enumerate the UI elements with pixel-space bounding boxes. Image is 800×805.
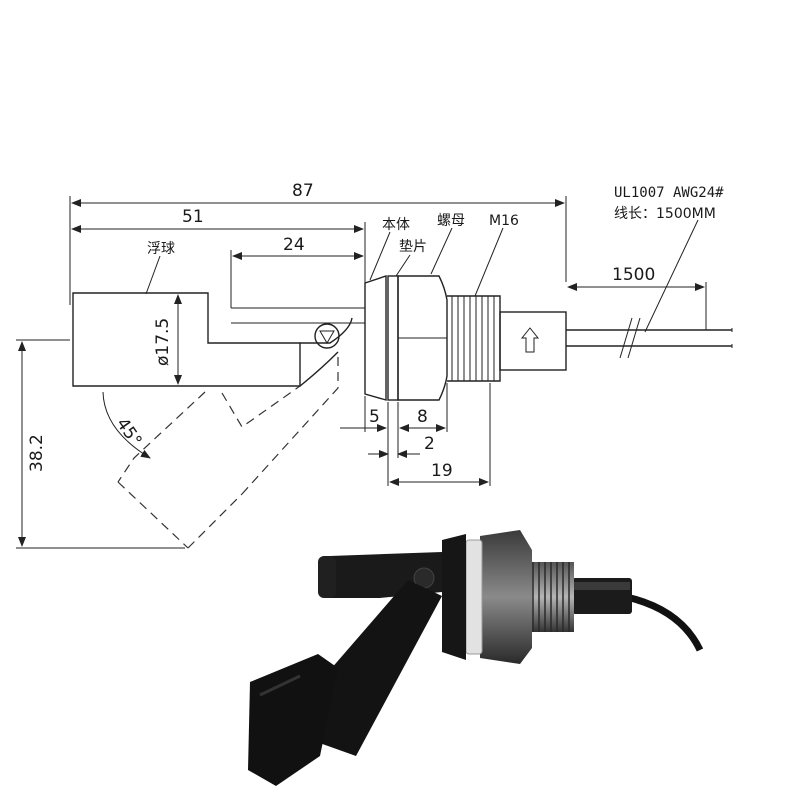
callout-float-ball: 浮球	[145, 241, 175, 295]
switch-body-assembly	[364, 275, 567, 401]
dim-label-1500: 1500	[612, 265, 655, 285]
float-swung-position	[117, 352, 339, 549]
dim-label-24: 24	[283, 235, 305, 255]
dim-label-5: 5	[369, 407, 380, 427]
dim-label-19: 19	[431, 461, 453, 481]
callout-washer-label: 垫片	[399, 239, 427, 255]
callout-float-ball-label: 浮球	[147, 241, 175, 257]
callout-thread-label: M16	[489, 213, 519, 229]
dim-label-angle: 45°	[112, 414, 146, 450]
dim-float-diameter: ø17.5	[153, 294, 182, 385]
dim-total-length: 87	[69, 181, 567, 305]
callouts-body-parts: 本体 垫片 螺母 M16	[369, 213, 519, 297]
dim-float-body-length: 24	[230, 235, 364, 308]
dim-label-51: 51	[182, 207, 204, 227]
cable-spec-label: UL1007 AWG24#	[614, 185, 724, 201]
callout-nut-label: 螺母	[437, 213, 465, 229]
callout-body-label: 本体	[382, 217, 410, 233]
cable-wires: 1500	[566, 219, 733, 359]
cable-length-note: 线长：1500MM	[614, 206, 716, 222]
dim-label-8: 8	[417, 407, 428, 427]
dim-label-2: 2	[424, 434, 435, 454]
dim-label-38-2: 38.2	[27, 434, 47, 472]
dim-label-87: 87	[292, 181, 314, 201]
dim-drop-height: 38.2	[16, 339, 185, 549]
cable-spec-note: UL1007 AWG24# 线长：1500MM	[614, 185, 724, 222]
dim-float-arm-length: 51	[71, 207, 366, 283]
technical-drawing: 87 51 24 ø17.5	[16, 181, 733, 549]
float-ball-outline	[72, 292, 365, 387]
dims-lower: 5 8 2 19	[340, 383, 491, 486]
dim-swing-angle: 45°	[102, 391, 151, 459]
float-level-switch-photo	[248, 530, 704, 786]
dim-label-diameter: ø17.5	[153, 318, 173, 366]
